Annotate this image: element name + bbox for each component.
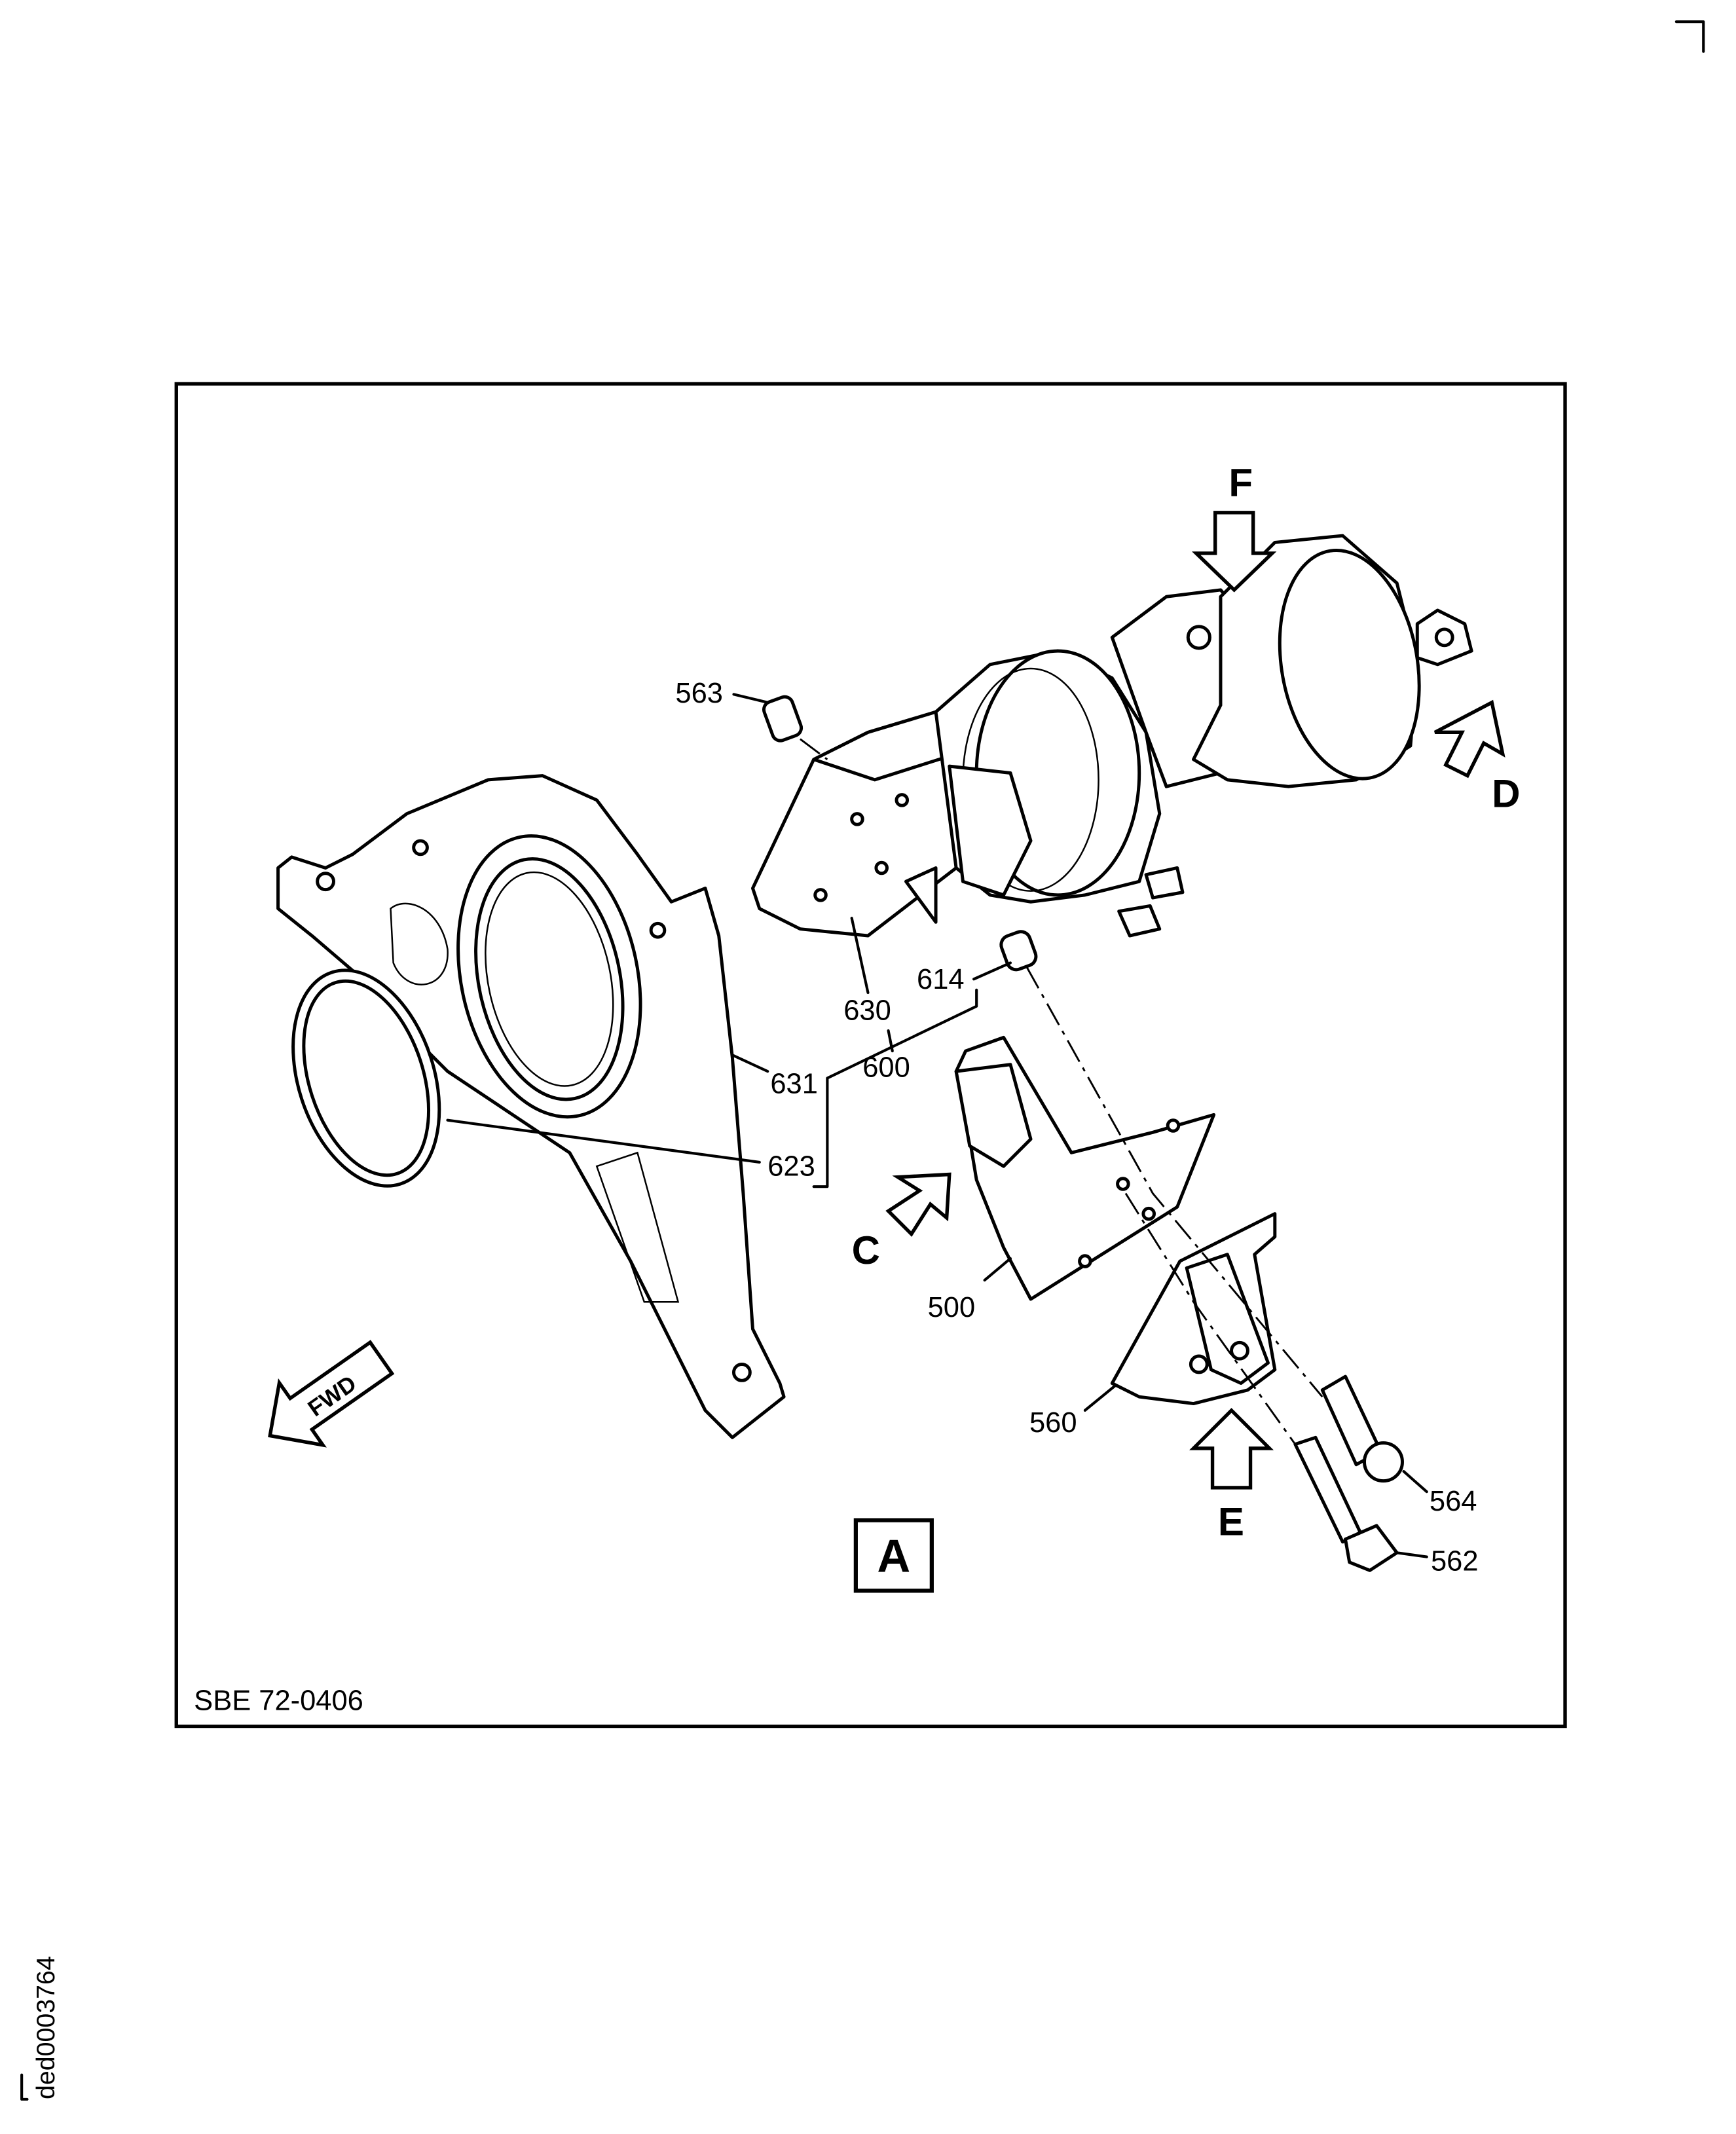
corner-crop-mark bbox=[1674, 20, 1705, 53]
bracket-leader-600 bbox=[812, 988, 978, 1188]
bracket-560 bbox=[1083, 1212, 1277, 1412]
view-arrow-c: C bbox=[852, 1172, 951, 1272]
actuator-assembly-630 bbox=[750, 534, 1473, 938]
item-563-label: 563 bbox=[675, 678, 723, 709]
bolt-562 bbox=[1293, 1435, 1428, 1572]
assembly-centerline bbox=[1124, 1192, 1297, 1445]
leader-623 bbox=[446, 1118, 761, 1164]
leader-631 bbox=[731, 1054, 769, 1073]
item-564-label: 564 bbox=[1430, 1486, 1477, 1517]
bracket-500 bbox=[954, 1035, 1216, 1301]
sheet-id: ded0003764 bbox=[31, 1956, 60, 2099]
leader-630 bbox=[850, 917, 870, 995]
forward-direction-arrow: FWD bbox=[268, 1340, 395, 1448]
fitting-563 bbox=[732, 693, 828, 760]
sheet-id-mark bbox=[20, 2073, 29, 2101]
view-label-c: C bbox=[852, 1228, 880, 1272]
view-a-box: A bbox=[853, 1518, 934, 1593]
item-560-label: 560 bbox=[1029, 1407, 1077, 1439]
item-600-label: 600 bbox=[862, 1052, 910, 1083]
bolt-564 bbox=[1320, 1374, 1428, 1494]
view-label-e: E bbox=[1218, 1499, 1244, 1543]
retaining-ring-623 bbox=[291, 968, 441, 1188]
view-arrow-f: F bbox=[1192, 461, 1277, 593]
leader-600 bbox=[887, 1029, 894, 1053]
view-label-f: F bbox=[1228, 461, 1253, 505]
reference-number: SBE 72-0406 bbox=[194, 1685, 363, 1717]
item-614-label: 614 bbox=[917, 964, 965, 995]
view-label-d: D bbox=[1492, 771, 1520, 815]
assembly-centerline bbox=[1025, 966, 1323, 1398]
item-623-label: 623 bbox=[767, 1151, 815, 1183]
view-a-label: A bbox=[877, 1530, 910, 1581]
view-arrow-e: E bbox=[1189, 1408, 1274, 1543]
item-631-label: 631 bbox=[770, 1068, 818, 1099]
view-arrow-d: D bbox=[1433, 699, 1521, 815]
figure-frame bbox=[174, 382, 1567, 1729]
item-562-label: 562 bbox=[1431, 1545, 1479, 1577]
plug-614 bbox=[972, 930, 1038, 981]
item-500-label: 500 bbox=[928, 1292, 976, 1323]
item-630-label: 630 bbox=[843, 995, 891, 1026]
support-fitting-631 bbox=[276, 774, 786, 1439]
